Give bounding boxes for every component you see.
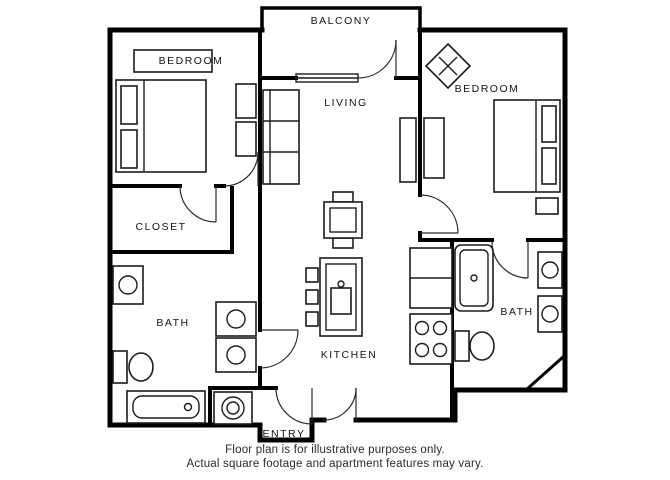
disclaimer-text: Floor plan is for illustrative purposes … bbox=[187, 444, 484, 470]
dining-table-icon bbox=[323, 191, 363, 249]
bath-right-label: BATH bbox=[500, 306, 533, 318]
kitchen-island-icon bbox=[305, 257, 363, 337]
sofa-icon bbox=[262, 89, 417, 185]
walls-balcony bbox=[260, 6, 422, 32]
living-label: LIVING bbox=[324, 97, 367, 109]
fridge-icon bbox=[409, 247, 453, 309]
bed-left-icon bbox=[115, 49, 257, 173]
bath-left-fixtures bbox=[112, 265, 257, 424]
bedroom-left-label: BEDROOM bbox=[159, 55, 224, 67]
kitchen-label: KITCHEN bbox=[321, 349, 378, 361]
sliding-door bbox=[295, 73, 359, 83]
disclaimer-line-1: Floor plan is for illustrative purposes … bbox=[225, 444, 445, 456]
room-labels: BALCONY BEDROOM LIVING BEDROOM CLOSET BA… bbox=[135, 15, 533, 440]
stove-icon bbox=[409, 313, 453, 365]
bedroom-right-label: BEDROOM bbox=[455, 83, 520, 95]
closet-label: CLOSET bbox=[135, 221, 186, 233]
bath-left-label: BATH bbox=[156, 317, 189, 329]
washer-icon bbox=[213, 391, 253, 425]
bath-right-fixtures bbox=[454, 244, 563, 362]
entry-label: ENTRY bbox=[263, 428, 306, 440]
disclaimer-line-2: Actual square footage and apartment feat… bbox=[187, 458, 484, 470]
balcony-label: BALCONY bbox=[311, 15, 372, 27]
bed-right-icon bbox=[423, 42, 561, 215]
